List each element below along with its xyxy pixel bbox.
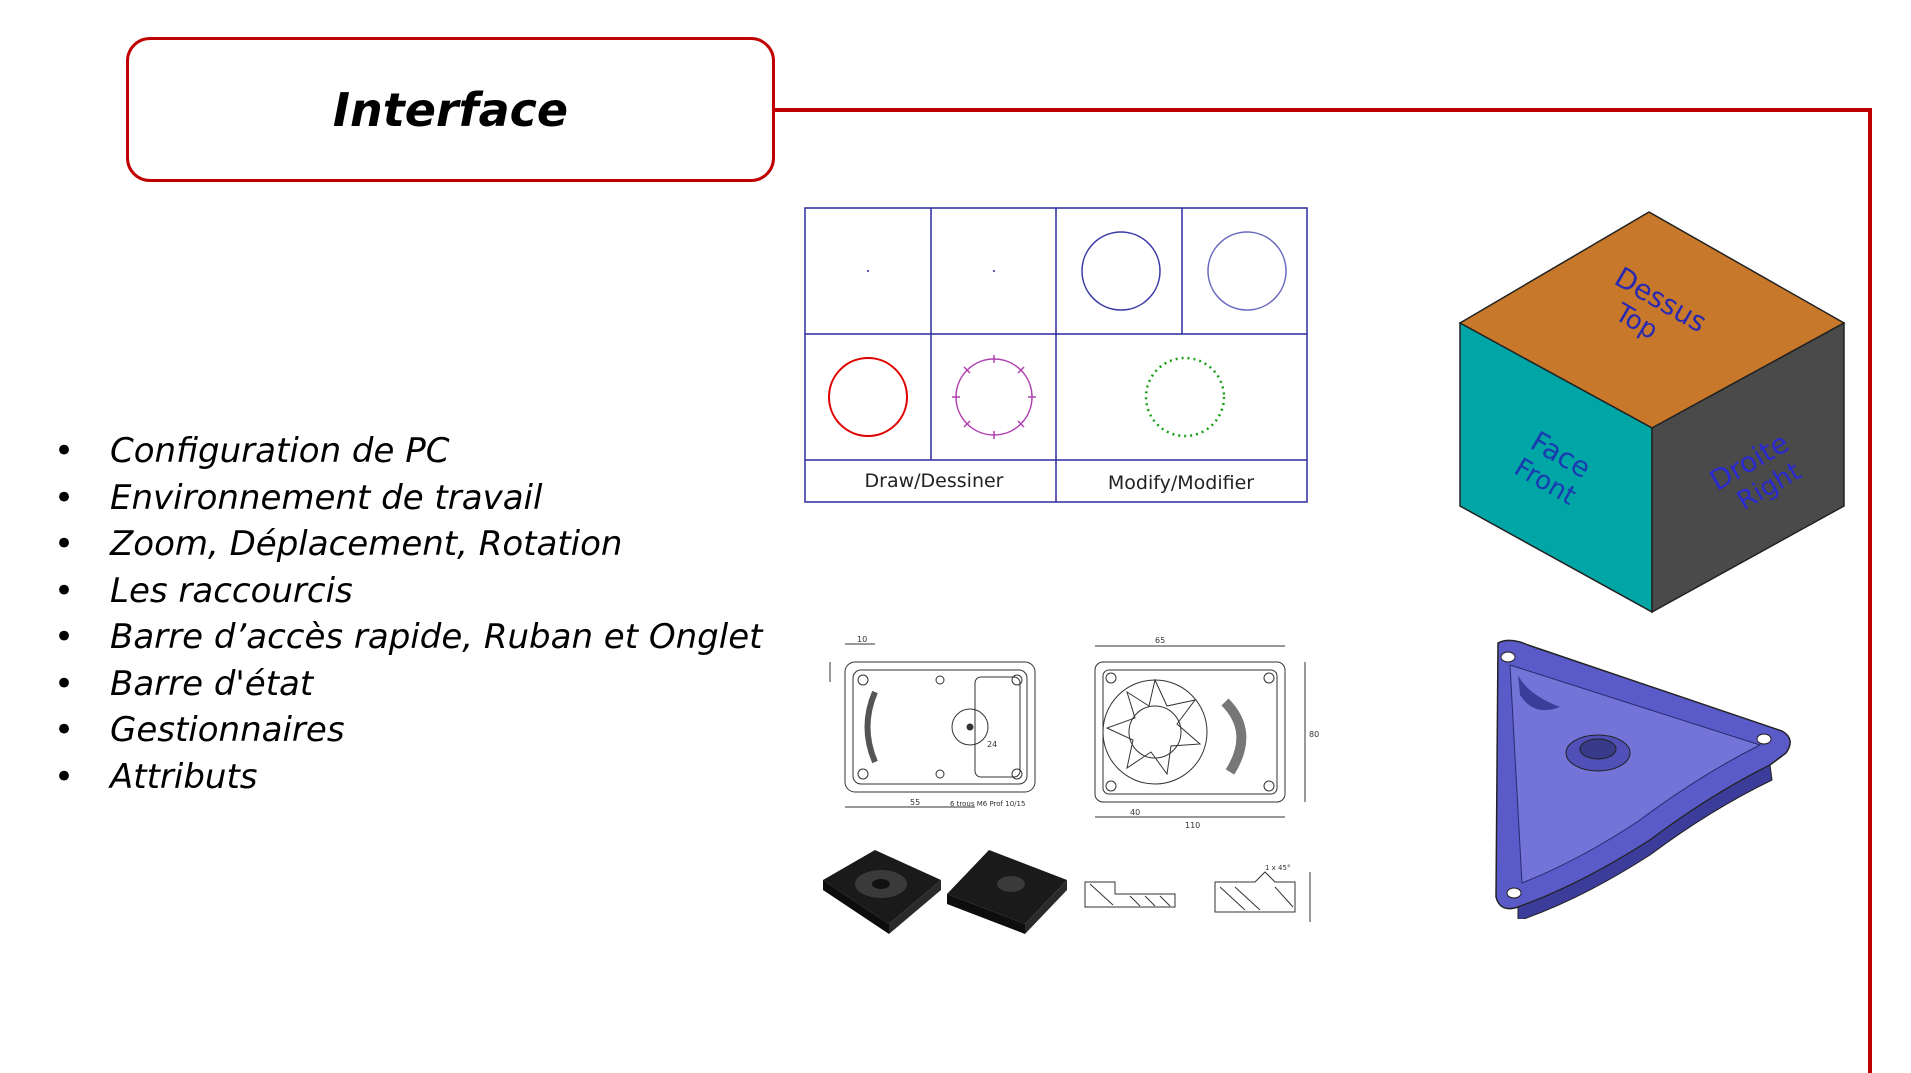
plate-3d-right — [947, 850, 1067, 934]
dim-110: 110 — [1185, 821, 1200, 830]
topic-item: • Barre d’accès rapide, Ruban et Onglet — [54, 614, 762, 661]
title-box: Interface — [126, 37, 775, 182]
topic-text: Configuration de PC — [110, 431, 450, 471]
draw-label: Draw/Dessiner — [865, 470, 1004, 492]
topic-text: Environnement de travail — [110, 477, 543, 518]
topic-text: Barre d'état — [110, 663, 314, 704]
topic-list: • Configuration de PC • Environnement de t… — [54, 428, 762, 800]
topic-item: • Environnement de travail — [54, 475, 762, 522]
bullet-icon: • — [54, 570, 75, 611]
topic-text: Gestionnaires — [110, 710, 345, 750]
topic-text: Attributs — [110, 756, 258, 797]
circle-icon — [1081, 231, 1161, 311]
topic-item: • Barre d'état — [54, 661, 762, 708]
section-view-left — [1084, 881, 1176, 908]
topic-text: Zoom, Déplacement, Rotation — [110, 524, 623, 564]
plate-view-right — [1094, 645, 1306, 818]
topic-item: • Configuration de PC — [54, 428, 762, 475]
dim-24: 24 — [987, 740, 997, 749]
command-grid: Draw/Dessiner Modify/Modifier — [804, 207, 1308, 503]
topic-item: • Les raccourcis — [54, 568, 762, 615]
circle-icon — [1207, 231, 1287, 311]
section-view-right — [1214, 871, 1311, 922]
bullet-icon: • — [54, 663, 75, 704]
mount-hole — [1506, 887, 1522, 899]
modify-label: Modify/Modifier — [1108, 472, 1254, 494]
point-icon — [867, 270, 869, 272]
view-cube: Dessus Top Face Front Droite Right — [1458, 211, 1846, 614]
frame-line-vertical — [1868, 108, 1872, 1073]
topic-item: • Zoom, Déplacement, Rotation — [54, 521, 762, 568]
bullet-icon: • — [54, 524, 75, 564]
dim-80: 80 — [1309, 730, 1319, 739]
bullet-icon: • — [54, 477, 75, 518]
mount-hole — [1500, 651, 1516, 663]
slide-title: Interface — [332, 82, 569, 137]
dim-40: 40 — [1130, 808, 1140, 817]
bullet-icon: • — [54, 710, 75, 750]
topic-text: Les raccourcis — [110, 570, 353, 611]
ticked-circle-icon — [952, 355, 1036, 439]
technical-drawing: 10 55 24 6 trous M6 Prof 10/15 65 40 110… — [823, 635, 1319, 934]
topic-item: • Attributs — [54, 754, 762, 801]
cube-right-face — [1651, 321, 1845, 614]
dim-55: 55 — [910, 798, 920, 807]
plate-3d-left — [823, 850, 941, 934]
point-icon — [993, 270, 995, 272]
dim-top-left: 10 — [857, 635, 867, 644]
dim-65: 65 — [1155, 636, 1165, 645]
dim-note-left: 6 trous M6 Prof 10/15 — [950, 800, 1025, 808]
plate-view-left — [829, 643, 1036, 808]
bullet-icon: • — [54, 756, 75, 797]
triangular-part-3d — [1495, 639, 1791, 919]
dotted-circle-icon — [1144, 356, 1226, 438]
red-circle-icon — [828, 357, 908, 437]
topic-item: • Gestionnaires — [54, 707, 762, 754]
frame-line-horizontal — [775, 108, 1872, 112]
topic-text: Barre d’accès rapide, Ruban et Onglet — [110, 617, 763, 657]
bullet-icon: • — [54, 617, 75, 657]
bullet-icon: • — [54, 431, 75, 471]
chamfer-note: 1 x 45° — [1265, 864, 1290, 872]
mount-hole — [1756, 733, 1772, 745]
